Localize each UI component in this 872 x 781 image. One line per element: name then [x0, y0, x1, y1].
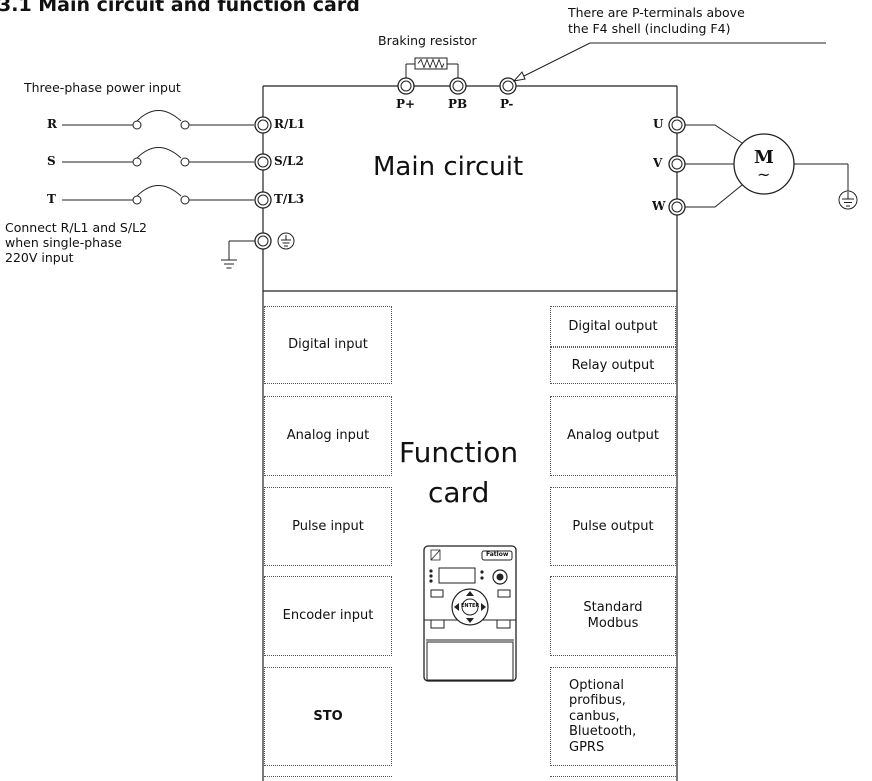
phase-R-wiring — [62, 110, 254, 130]
terminal-PE — [254, 232, 272, 250]
phase-label-R: R — [47, 117, 57, 131]
function-box-analog-input: Analog input — [264, 396, 392, 476]
standard-modbus-line2: Modbus — [587, 616, 639, 631]
function-card-title-line1: Function — [399, 436, 519, 469]
function-box-relay-output: Relay output — [550, 347, 676, 384]
function-box-sto: STO — [264, 667, 392, 766]
function-box-pulse-output: Pulse output — [550, 487, 676, 566]
phase-label-S: S — [47, 154, 56, 168]
phase-T-wiring — [62, 185, 254, 205]
terminal-label-W: W — [652, 199, 666, 213]
standard-modbus-line1: Standard — [583, 600, 643, 615]
p-terminal-note-line2: the F4 shell (including F4) — [568, 21, 731, 36]
terminal-label-U: U — [653, 117, 664, 131]
terminal-V — [668, 155, 686, 173]
function-box-optional-comms: Optional profibus, canbus, Bluetooth, GP… — [550, 667, 676, 766]
terminal-T-L3 — [254, 191, 272, 209]
terminal-label-V: V — [653, 156, 663, 170]
terminal-label-R-L1: R/L1 — [274, 117, 306, 131]
optional-comms-line2: profibus, — [569, 693, 626, 709]
keypad-enter-key: ENTER — [461, 603, 480, 609]
section-heading: 3.1 Main circuit and function card — [0, 0, 360, 16]
terminal-label-P-minus: P- — [500, 97, 514, 111]
p-terminal-note-line1: There are P-terminals above — [568, 5, 745, 20]
terminal-label-P-plus: P+ — [396, 97, 416, 111]
keypad-icon — [423, 545, 517, 682]
single-phase-note-line2: when single-phase — [5, 235, 122, 250]
ground-icon-input-pe — [277, 232, 295, 250]
terminal-P-minus — [499, 77, 517, 95]
function-box-standard-modbus: Standard Modbus — [550, 576, 676, 656]
optional-comms-line5: GPRS — [569, 739, 605, 755]
motor-wiring — [685, 124, 849, 208]
terminal-PB — [449, 77, 467, 95]
right-bottom-divider — [550, 776, 676, 777]
terminal-U — [668, 116, 686, 134]
function-box-analog-output: Analog output — [550, 396, 676, 476]
motor-ac-symbol: ~ — [757, 165, 771, 184]
terminal-R-L1 — [254, 116, 272, 134]
optional-comms-line4: Bluetooth, — [569, 724, 637, 740]
function-box-digital-input: Digital input — [264, 306, 392, 384]
phase-label-T: T — [47, 192, 56, 206]
braking-resistor-label: Braking resistor — [378, 33, 477, 48]
function-box-pulse-input: Pulse input — [264, 487, 392, 566]
three-phase-label: Three-phase power input — [24, 80, 181, 95]
terminal-P-plus — [397, 77, 415, 95]
single-phase-note-line1: Connect R/L1 and S/L2 — [5, 220, 147, 235]
terminal-S-L2 — [254, 153, 272, 171]
optional-comms-line1: Optional — [569, 677, 624, 693]
p-terminal-leader — [512, 42, 826, 82]
keypad-brand: Fatlow — [486, 551, 509, 558]
phase-S-wiring — [62, 147, 254, 167]
single-phase-note-line3: 220V input — [5, 250, 74, 265]
terminal-label-S-L2: S/L2 — [274, 154, 304, 168]
motor-label: M — [754, 147, 774, 168]
function-card-title-line2: card — [428, 476, 490, 509]
left-bottom-divider — [264, 776, 392, 777]
function-box-encoder-input: Encoder input — [264, 576, 392, 656]
terminal-W — [668, 198, 686, 216]
ground-icon-motor — [838, 190, 858, 210]
terminal-label-T-L3: T/L3 — [274, 192, 305, 206]
optional-comms-line3: canbus, — [569, 708, 620, 724]
main-circuit-title: Main circuit — [373, 152, 524, 182]
braking-resistor-wiring — [405, 57, 459, 86]
ground-icon-external — [221, 240, 255, 269]
function-box-digital-output: Digital output — [550, 306, 676, 347]
terminal-label-PB: PB — [448, 97, 468, 111]
